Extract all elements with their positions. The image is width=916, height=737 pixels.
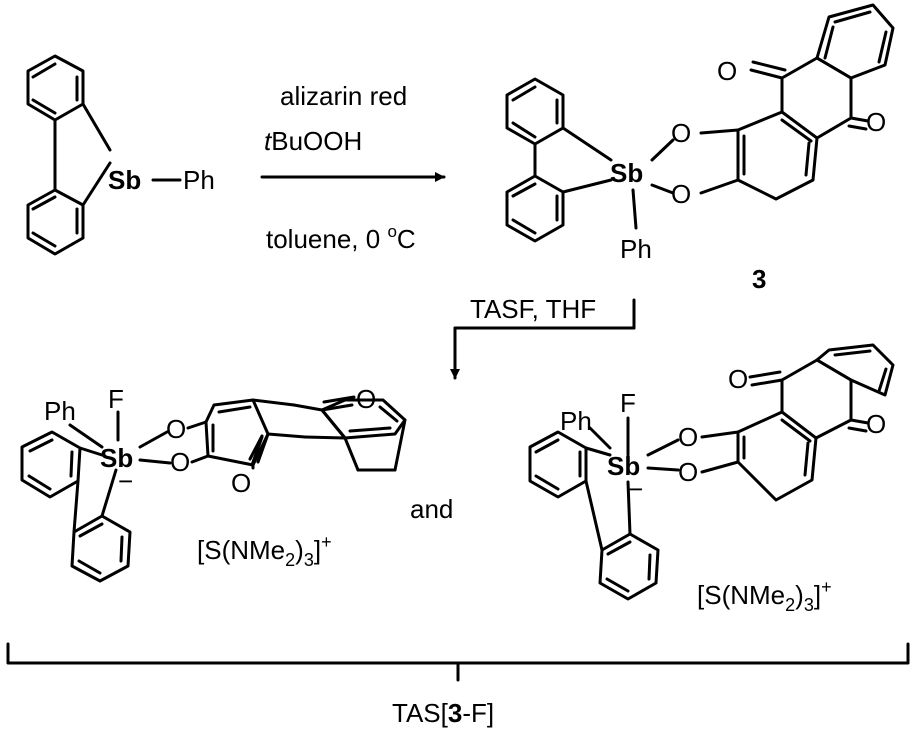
sb-atom-label: Sb bbox=[607, 451, 640, 481]
oxygen-label: O bbox=[671, 118, 691, 148]
phenyl-label: Ph bbox=[620, 234, 652, 264]
fluorine-label: F bbox=[108, 384, 124, 414]
oxygen-label: O bbox=[728, 364, 748, 394]
oxygen-label: O bbox=[678, 457, 698, 487]
compound-3: Sb Ph O O O O 3 bbox=[505, 3, 895, 294]
sb-atom-label: Sb bbox=[100, 443, 133, 473]
charge-minus: − bbox=[118, 466, 133, 496]
oxygen-label: O bbox=[678, 422, 698, 452]
oxygen-label: O bbox=[671, 179, 691, 209]
oxygen-label: O bbox=[356, 384, 376, 414]
sb-atom-label: Sb bbox=[610, 158, 643, 188]
oxygen-label: O bbox=[170, 447, 190, 477]
charge-minus: − bbox=[628, 474, 643, 504]
oxygen-label: O bbox=[866, 409, 886, 439]
counterion-label: [S(NMe2)3]+ bbox=[197, 532, 332, 570]
step2: TASF, THF bbox=[450, 294, 636, 380]
phenyl-label: Ph bbox=[183, 165, 215, 195]
reagent-tasf-thf: TASF, THF bbox=[470, 294, 596, 324]
phenyl-label: Ph bbox=[560, 406, 592, 436]
product-bracket bbox=[6, 642, 910, 682]
fluorine-label: F bbox=[620, 388, 636, 418]
oxygen-label: O bbox=[717, 56, 737, 86]
oxygen-label: O bbox=[866, 107, 886, 137]
step1: alizarin red tBuOOH toluene, 0 oC bbox=[260, 81, 446, 254]
product-label: TAS[3-F] bbox=[392, 698, 494, 728]
oxygen-label: O bbox=[231, 468, 251, 498]
isomer-left: Sb Ph F − O O O O [S(NMe2)3]+ bbox=[20, 384, 407, 583]
isomer-right: Sb Ph F − O O O O [S(NMe2)3]+ bbox=[528, 343, 895, 615]
oxygen-label: O bbox=[166, 414, 186, 444]
phenyl-label: Ph bbox=[44, 396, 76, 426]
connector-and: and bbox=[410, 494, 453, 524]
reagent-alizarin-red: alizarin red bbox=[280, 81, 407, 111]
starting-material: Sb Ph bbox=[26, 54, 215, 256]
reagent-tbuooh: tBuOOH bbox=[264, 126, 362, 156]
reagent-solvent-temperature: toluene, 0 oC bbox=[266, 222, 416, 254]
compound-number: 3 bbox=[752, 264, 766, 294]
counterion-label: [S(NMe2)3]+ bbox=[697, 577, 832, 615]
sb-atom-label: Sb bbox=[108, 165, 141, 195]
